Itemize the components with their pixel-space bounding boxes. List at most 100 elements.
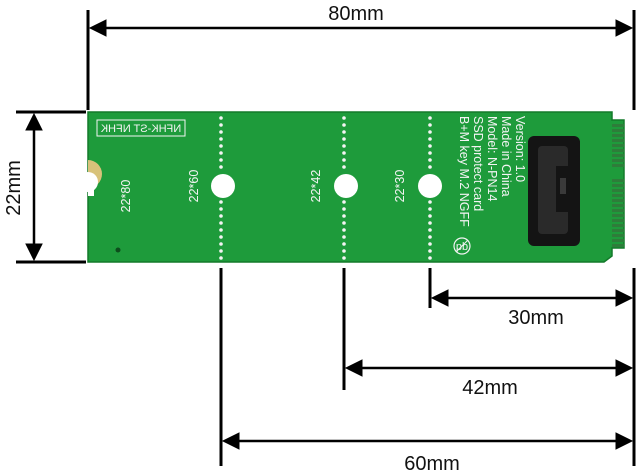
gold-finger-connector (612, 124, 624, 247)
slot-dot (428, 249, 432, 253)
connector-finger (612, 124, 624, 127)
slot-dot (342, 228, 346, 232)
slot-dot (342, 116, 346, 120)
slot-dot (219, 116, 223, 120)
slot-dot (342, 235, 346, 239)
connector-finger (612, 234, 624, 237)
brand-text: NFHK-ST NFHK (100, 123, 181, 135)
slot-dot (342, 130, 346, 134)
slot-dot (342, 249, 346, 253)
slot-dot (342, 200, 346, 204)
slot-dot (219, 228, 223, 232)
connector-finger (612, 159, 624, 162)
hole-60 (211, 174, 235, 198)
connector-finger (612, 129, 624, 132)
arrow-60-left (221, 432, 240, 450)
connector-finger (612, 184, 624, 187)
dimension-lines (16, 10, 636, 466)
connector-finger (612, 244, 624, 247)
slot-dot (428, 130, 432, 134)
slot-dot (428, 116, 432, 120)
arrow-30-left (430, 289, 449, 307)
arrow-22-top (25, 112, 43, 131)
via-dot (115, 247, 121, 253)
slot-dot (428, 123, 432, 127)
label-30mm: 30mm (508, 307, 564, 329)
slot-dot (428, 165, 432, 169)
slot-dot (342, 256, 346, 260)
connector-finger (612, 194, 624, 197)
connector-finger (612, 214, 624, 217)
silk-line-2: SSD protect card (471, 116, 485, 211)
connector-finger (612, 219, 624, 222)
slot-dot (342, 214, 346, 218)
label-80mm: 80mm (328, 3, 384, 25)
slot-dot (342, 144, 346, 148)
slot-dot (219, 165, 223, 169)
label-22mm: 22mm (3, 160, 25, 216)
slot-dot (428, 221, 432, 225)
slot-dot (428, 242, 432, 246)
hole-30 (418, 174, 442, 198)
pb-mark-text: pb (456, 241, 468, 253)
slot-dot (219, 200, 223, 204)
connector-finger (612, 189, 624, 192)
arrow-60-right (615, 432, 634, 450)
pcb-board: NFHK-ST NFHK 22*80 22*60 22*42 22*30 B+M… (78, 111, 625, 263)
connector-finger (612, 134, 624, 137)
connector-finger (612, 144, 624, 147)
slot-dot (428, 228, 432, 232)
slot-dot (428, 151, 432, 155)
black-connector (528, 136, 580, 246)
label-42mm: 42mm (462, 377, 518, 399)
slot-dot (219, 130, 223, 134)
slot-dot (219, 221, 223, 225)
silk-line-1: B+M key M.2 NGFF (457, 116, 471, 227)
slot-dot (428, 207, 432, 211)
slot-dot (219, 235, 223, 239)
slot-dot (342, 123, 346, 127)
connector-finger (612, 149, 624, 152)
slot-dot (219, 151, 223, 155)
dotted-slot-columns (219, 116, 432, 260)
silkscreen-info: B+M key M.2 NGFF SSD protect card Model:… (457, 116, 527, 227)
label-60mm: 60mm (404, 453, 460, 474)
silk-line-4: Made in China (499, 116, 513, 197)
size-label-60: 22*60 (187, 170, 201, 203)
slot-dot (428, 137, 432, 141)
connector-finger (612, 179, 624, 182)
connector-finger (612, 239, 624, 242)
arrow-42-right (615, 359, 634, 377)
slot-dot (219, 158, 223, 162)
connector-finger (612, 154, 624, 157)
slot-dot (219, 137, 223, 141)
slot-dot (219, 144, 223, 148)
connector-finger (612, 199, 624, 202)
connector-finger (612, 224, 624, 227)
silk-line-5: Version: 1.0 (513, 116, 527, 182)
slot-dot (342, 165, 346, 169)
slot-dot (342, 221, 346, 225)
silk-line-3: Model: N-PN14 (485, 116, 499, 201)
connector-finger (612, 164, 624, 167)
connector-finger (612, 204, 624, 207)
slot-dot (428, 214, 432, 218)
arrow-80-right (615, 19, 634, 37)
arrow-42-left (344, 359, 363, 377)
slot-dot (219, 123, 223, 127)
slot-dot (342, 137, 346, 141)
size-label-80: 22*80 (119, 180, 133, 213)
slot-dot (342, 242, 346, 246)
size-label-30: 22*30 (393, 170, 407, 203)
slot-dot (219, 256, 223, 260)
arrow-22-bottom (25, 243, 43, 262)
slot-dot (342, 158, 346, 162)
pb-free-mark: pb (453, 237, 471, 255)
slot-dot (219, 249, 223, 253)
slot-dot (342, 207, 346, 211)
slot-dot (219, 207, 223, 211)
slot-dot (428, 144, 432, 148)
arrow-80-left (88, 19, 107, 37)
slot-dot (219, 242, 223, 246)
